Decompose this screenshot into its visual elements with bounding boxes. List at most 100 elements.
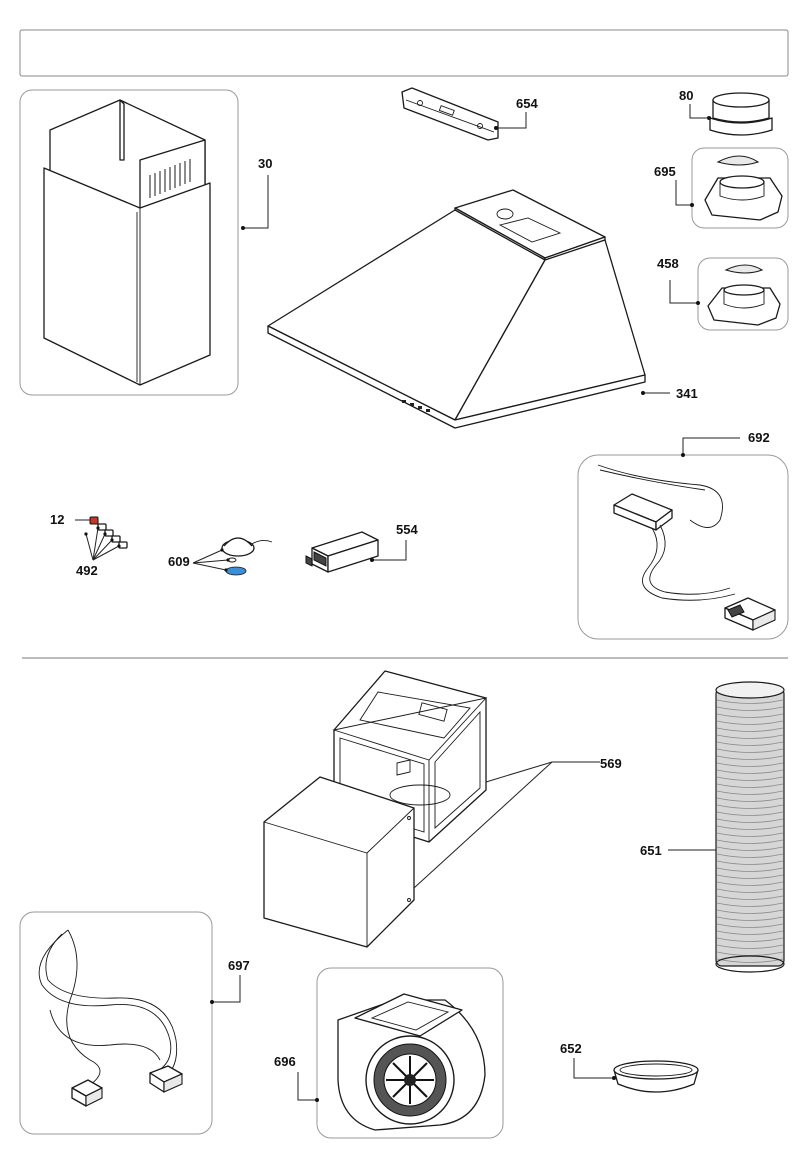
wall-bracket-part [401, 87, 499, 141]
duct-ring [716, 937, 784, 942]
blower-motor-696-frame [316, 967, 504, 1139]
callout-569: 569 [600, 756, 622, 771]
blower-motor-696-group: 696 [274, 967, 504, 1139]
bulbs-group: 12 492 [50, 512, 128, 578]
callout-492: 492 [76, 563, 98, 578]
leader-30-dot [241, 226, 245, 230]
duct-ring [716, 895, 784, 900]
callout-695: 695 [654, 164, 676, 179]
duct-adapter-group: 80 [679, 88, 773, 136]
leader-697 [212, 975, 241, 1003]
duct-ring [716, 909, 784, 914]
duct-ring [716, 874, 784, 879]
duct-adapter-part [709, 92, 773, 136]
duct-ring [716, 797, 784, 802]
leader-695 [675, 180, 692, 206]
duct-ring [716, 846, 784, 851]
check-valve-458-frame [697, 257, 789, 331]
check-valve-695-group: 695 [654, 147, 789, 229]
leader-80 [689, 104, 709, 119]
check-valve-458-part [707, 264, 781, 326]
callout-652: 652 [560, 1041, 582, 1056]
bulbs-part [89, 516, 128, 549]
duct-ring [716, 727, 784, 732]
duct-ring [716, 944, 784, 949]
duct-ring [716, 902, 784, 907]
duct-ring [716, 790, 784, 795]
duct-ring [716, 930, 784, 935]
duct-ring [716, 825, 784, 830]
duct-ring [716, 888, 784, 893]
duct-ring [716, 923, 784, 928]
duct-ring [716, 762, 784, 767]
duct-ring [716, 741, 784, 746]
duct-ring [716, 811, 784, 816]
leader-696 [297, 1072, 317, 1101]
flexible-duct-part [715, 681, 785, 973]
callout-654: 654 [516, 96, 538, 111]
callout-80: 80 [679, 88, 693, 103]
leader-654 [496, 112, 527, 129]
duct-ring [716, 867, 784, 872]
callout-692: 692 [748, 430, 770, 445]
check-valve-458-group: 458 [657, 256, 789, 331]
duct-ring [716, 769, 784, 774]
recirculation-box-part [263, 670, 488, 948]
reducer-ring-652-part [613, 1060, 699, 1093]
wall-bracket-group: 654 [401, 87, 538, 141]
duct-ring [716, 916, 784, 921]
light-assembly-609-group: 609 [168, 537, 273, 576]
duct-ring [716, 755, 784, 760]
check-valve-695-frame [691, 147, 789, 229]
led-driver-692-group: 692 [577, 430, 789, 640]
callout-651: 651 [640, 843, 662, 858]
callout-341: 341 [676, 386, 698, 401]
duct-ring [716, 818, 784, 823]
duct-ring [716, 958, 784, 963]
duct-ring [716, 699, 784, 704]
duct-ring [716, 706, 784, 711]
leader-458 [669, 280, 698, 304]
leader-652 [573, 1058, 614, 1079]
chimney-cover-part [43, 99, 211, 386]
cable-697-frame [19, 911, 213, 1135]
leader-692 [682, 437, 740, 455]
duct-ring [716, 720, 784, 725]
leader-30 [243, 175, 269, 229]
check-valve-695-part [704, 155, 783, 221]
duct-ring [716, 804, 784, 809]
flexible-duct-group: 651 [640, 681, 785, 973]
led-driver-692-part [597, 464, 776, 631]
cable-697-group: 697 [19, 911, 250, 1135]
callout-554: 554 [396, 522, 418, 537]
duct-ring [716, 832, 784, 837]
recirculation-box-group: 569 [263, 670, 622, 948]
cable-697-part [38, 929, 183, 1107]
header-box [19, 29, 789, 77]
leader-554 [372, 540, 407, 561]
transformer-554-part [305, 531, 379, 573]
duct-ring [716, 860, 784, 865]
chimney-cover-group: 30 [19, 89, 272, 396]
hood-body-part [267, 189, 646, 429]
callout-697: 697 [228, 958, 250, 973]
callout-12: 12 [50, 512, 64, 527]
transformer-554-group: 554 [305, 522, 418, 573]
duct-ring [716, 713, 784, 718]
duct-ring [716, 783, 784, 788]
duct-ring [716, 881, 784, 886]
callout-30: 30 [258, 156, 272, 171]
hood-body-group: 341 [267, 189, 698, 429]
duct-ring [716, 734, 784, 739]
callout-696: 696 [274, 1054, 296, 1069]
duct-ring [716, 839, 784, 844]
duct-ring [716, 748, 784, 753]
chimney-cover-frame [19, 89, 239, 396]
light-assembly-609-part [221, 537, 273, 576]
duct-ring [716, 853, 784, 858]
callout-609: 609 [168, 554, 190, 569]
duct-ring [716, 776, 784, 781]
callout-458: 458 [657, 256, 679, 271]
reducer-ring-652-group: 652 [560, 1041, 699, 1093]
